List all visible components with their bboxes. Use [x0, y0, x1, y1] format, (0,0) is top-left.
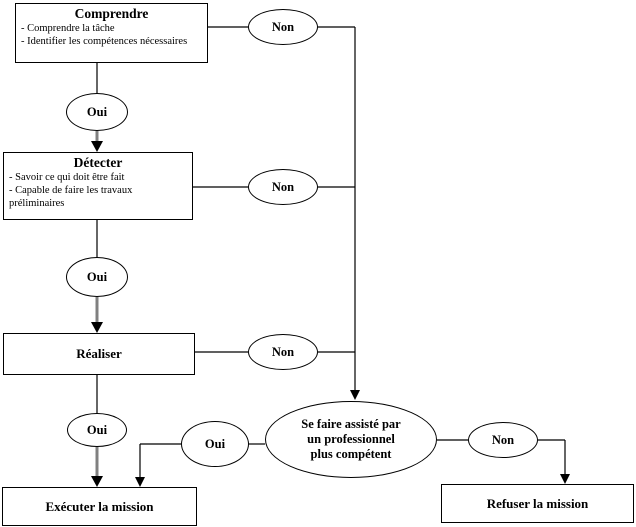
assiste-line: un professionnel: [307, 432, 395, 446]
decision-ellipse-non-3: Non: [248, 334, 318, 370]
non-label: Non: [271, 179, 295, 194]
process-box-comprendre: Comprendre - Comprendre la tâche - Ident…: [15, 3, 208, 63]
box-title-realiser: Réaliser: [76, 346, 122, 361]
list-item: - Comprendre la tâche: [21, 22, 115, 34]
assiste-line: Se faire assisté par: [301, 417, 401, 431]
assiste-line: plus compétent: [310, 447, 392, 461]
decision-ellipse-assiste: Se faire assisté par un professionnel pl…: [265, 401, 437, 478]
list-item: - Savoir ce qui doit être fait: [9, 171, 125, 183]
list-item: - Identifier les compétences nécessaires: [21, 35, 188, 47]
decision-ellipse-oui-1: Oui: [66, 93, 128, 131]
decision-ellipse-non-4: Non: [468, 422, 538, 458]
process-box-refuser: Refuser la mission: [441, 484, 634, 523]
thin-arrowheads: [135, 390, 570, 487]
decision-ellipse-oui-4: Oui: [181, 421, 249, 467]
box-items-comprendre: - Comprendre la tâche - Identifier les c…: [16, 22, 207, 48]
oui-label: Oui: [86, 422, 108, 437]
thick-arrowheads: [91, 141, 103, 487]
box-title-refuser: Refuser la mission: [486, 495, 589, 511]
process-box-detecter: Détecter - Savoir ce qui doit être fait …: [3, 152, 193, 220]
box-title-detecter: Détecter: [73, 155, 123, 170]
decision-ellipse-non-2: Non: [248, 169, 318, 205]
oui-label: Oui: [86, 269, 108, 284]
list-item: - Capable de faire les travaux prélimina…: [9, 184, 133, 209]
decision-ellipse-non-1: Non: [248, 9, 318, 45]
box-title-executer: Exécuter la mission: [45, 498, 154, 514]
decision-ellipse-oui-2: Oui: [66, 257, 128, 297]
decision-ellipse-oui-3: Oui: [67, 413, 127, 447]
box-items-detecter: - Savoir ce qui doit être fait - Capable…: [4, 171, 192, 210]
non-label: Non: [491, 432, 515, 447]
oui-label: Oui: [204, 436, 226, 451]
process-box-realiser: Réaliser: [3, 333, 195, 375]
non-label: Non: [271, 19, 295, 34]
non-label: Non: [271, 344, 295, 359]
process-box-executer: Exécuter la mission: [2, 487, 197, 526]
oui-label: Oui: [86, 104, 108, 119]
box-title-comprendre: Comprendre: [74, 6, 149, 21]
thin-connectors: [96, 26, 566, 478]
